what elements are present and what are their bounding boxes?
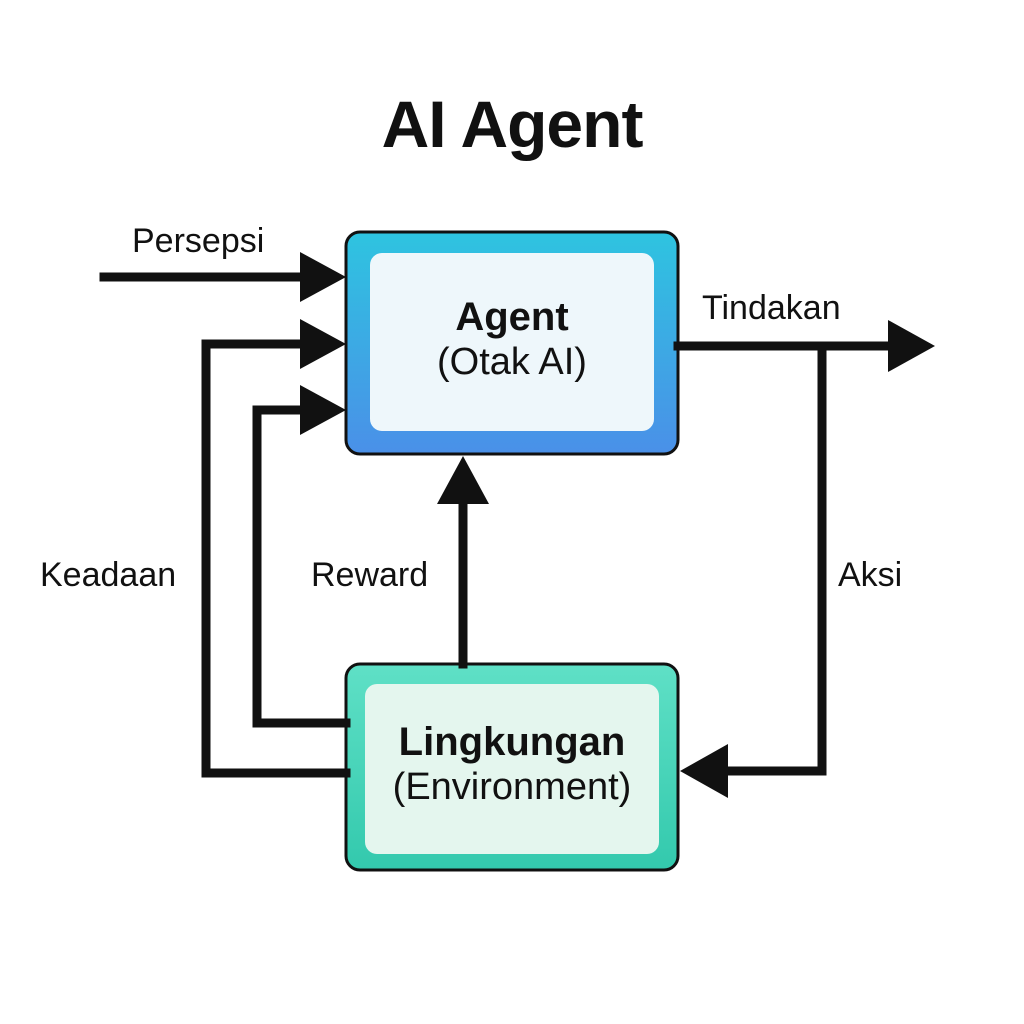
environment-text: Lingkungan (Environment)	[346, 720, 678, 810]
agent-text: Agent (Otak AI)	[370, 295, 654, 385]
aksi-label: Aksi	[838, 556, 903, 594]
agent-box	[344, 230, 680, 456]
keadaan-outer-line	[201, 339, 351, 778]
aksi-arrowhead	[680, 744, 728, 798]
persepsi-arrowhead	[300, 252, 346, 302]
environment-subtitle: (Environment)	[392, 766, 632, 808]
keadaan-inner-arrowhead	[300, 385, 346, 435]
environment-name: Lingkungan	[398, 720, 626, 764]
diagram-title: AI Agent	[381, 87, 644, 161]
tindakan-label: Tindakan	[702, 289, 841, 327]
persepsi-label: Persepsi	[132, 222, 265, 260]
reward-label: Reward	[311, 556, 429, 594]
keadaan-inner-line	[252, 405, 351, 728]
aksi-line	[719, 341, 827, 776]
agent-name: Agent	[455, 295, 569, 339]
tindakan-arrowhead	[888, 320, 935, 372]
keadaan-outer-arrowhead	[300, 319, 346, 369]
keadaan-label: Keadaan	[40, 556, 177, 594]
agent-subtitle: (Otak AI)	[437, 341, 587, 383]
environment-box	[344, 662, 680, 872]
reward-arrowhead	[437, 456, 489, 504]
